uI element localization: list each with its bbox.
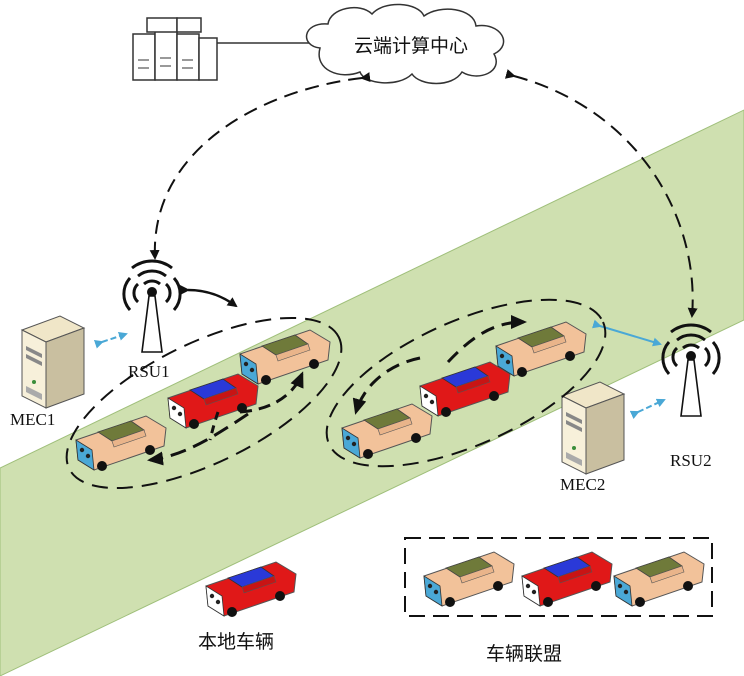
vehicle-cluster-1 [65,316,343,490]
cluster1-flow-arrow [147,412,249,466]
legend-alliance-box [404,537,713,617]
vehicle-cluster-2 [325,298,607,468]
legend-alliance-beige-car-icon [613,551,705,608]
mec2-label: MEC2 [560,475,605,494]
cluster2-flow-arrow [352,356,421,415]
mec1-server-icon [21,315,85,409]
cluster2-rsu2-link [592,319,662,347]
mec1-rsu1-link [93,331,128,349]
mec2-rsu2-link [629,398,666,420]
rsu2-label: RSU2 [670,451,712,470]
legend-local-vehicle-label: 本地车辆 [198,631,274,653]
legend-alliance-label: 车辆联盟 [486,643,562,665]
cluster1-flow-arrow [208,411,220,441]
cloud-rsu1-link [149,72,371,260]
cloud-rsu2-link [504,69,698,318]
legend-alliance-red-car-icon [521,551,613,608]
cloud-label: 云端计算中心 [354,35,468,57]
rsu1-cluster1-link [179,284,238,308]
legend-alliance-beige-car-icon [423,551,515,608]
cloud-icon [305,3,505,85]
rsu1-label: RSU1 [128,362,170,381]
mec2-server-icon [561,381,625,475]
mec1-label: MEC1 [10,410,55,429]
cluster1-flow-arrow [239,371,304,414]
cluster2-flow-arrow [446,315,527,364]
rsu1-tower [122,259,182,354]
server-rack-icon [132,17,218,81]
